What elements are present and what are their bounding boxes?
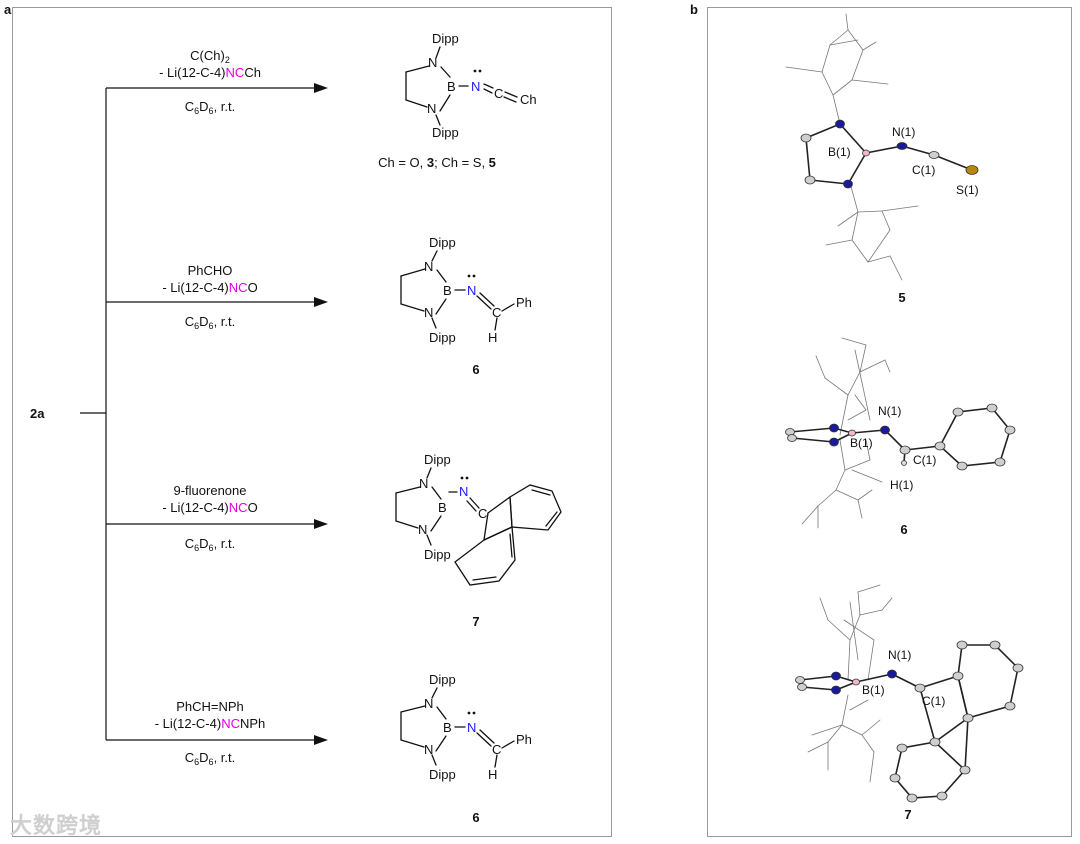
structure-7 (795, 584, 1024, 803)
structure-5-dipp-wireframe (785, 13, 919, 281)
product-3-n-exo: N (459, 484, 469, 499)
structure-6-label-h1: H(1) (890, 478, 914, 492)
product-3-b: B (438, 500, 447, 515)
reaction-1-reagent: C(Ch)2 (190, 48, 230, 65)
product-3-dipp-top: Dipp (424, 452, 451, 467)
product-2-bonds (400, 250, 515, 331)
product-4-h: H (488, 767, 498, 782)
reaction-2-reagent: PhCHO (187, 263, 233, 278)
reaction-1-conditions: C6D6, r.t. (184, 99, 236, 116)
panel-label-a: a (4, 2, 12, 17)
product-4-bonds (400, 687, 515, 768)
reaction-3-byproduct: - Li(12-C-4)NCO (162, 500, 258, 515)
reaction-1-byproduct: - Li(12-C-4)NCCh (159, 65, 261, 80)
product-1-n-exo: N (471, 79, 481, 94)
product-4-ph: Ph (516, 732, 532, 747)
product-1-caption: Ch = O, 3; Ch = S, 5 (378, 155, 496, 170)
reaction-3-reagent: 9-fluorenone (173, 483, 247, 498)
product-1-n-top: N (428, 55, 438, 70)
product-3-c: C (478, 506, 488, 521)
structure-5-label-s1: S(1) (956, 183, 979, 197)
product-3-number: 7 (472, 614, 480, 629)
reaction-2-conditions: C6D6, r.t. (184, 314, 236, 331)
product-2-n-bottom: N (424, 305, 434, 320)
panel-label-b: b (690, 2, 698, 17)
structure-6 (785, 337, 1016, 529)
reaction-3-conditions: C6D6, r.t. (184, 536, 236, 553)
product-2-dipp-top: Dipp (429, 235, 456, 250)
structure-7-label-b1: B(1) (862, 683, 885, 697)
structure-7-label-c1: C(1) (922, 694, 946, 708)
product-4-n-top: N (424, 696, 434, 711)
product-1-dipp-bottom: Dipp (432, 125, 459, 140)
product-3-dipp-bottom: Dipp (424, 547, 451, 562)
reaction-2-byproduct: - Li(12-C-4)NCO (162, 280, 258, 295)
product-1-b: B (447, 79, 456, 94)
panel-a-frame (12, 7, 612, 837)
product-1-bonds (405, 46, 518, 126)
structure-5-label-c1: C(1) (912, 163, 936, 177)
watermark-logo: 大数跨境 (10, 813, 103, 838)
structure-5 (785, 13, 979, 281)
structure-7-number: 7 (904, 807, 912, 822)
product-2-h: H (488, 330, 498, 345)
product-2-ph: Ph (516, 295, 532, 310)
structure-6-label-c1: C(1) (913, 453, 937, 467)
structure-6-label-n1: N(1) (878, 404, 902, 418)
structure-5-label-n1: N(1) (892, 125, 916, 139)
reaction-4-reagent: PhCH=NPh (176, 699, 244, 714)
product-2-c: C (492, 305, 502, 320)
start-compound-label: 2a (30, 406, 45, 421)
structure-6-dipp-wireframe (801, 337, 891, 529)
product-4-n-bottom: N (424, 742, 434, 757)
product-2-b: B (443, 283, 452, 298)
product-3-n-bottom: N (418, 522, 428, 537)
product-2-n-exo: N (467, 283, 477, 298)
product-3-n-top: N (419, 476, 429, 491)
product-4-c: C (492, 742, 502, 757)
product-1-dipp-top: Dipp (432, 31, 459, 46)
structure-5-label-b1: B(1) (828, 145, 851, 159)
structure-7-label-n1: N(1) (888, 648, 912, 662)
product-4-dipp-bottom: Dipp (429, 767, 456, 782)
product-1-ch: Ch (520, 92, 537, 107)
product-4-b: B (443, 720, 452, 735)
reaction-4-conditions: C6D6, r.t. (184, 750, 236, 767)
product-4-dipp-top: Dipp (429, 672, 456, 687)
product-2-number: 6 (472, 362, 480, 377)
panel-b-frame (707, 7, 1072, 837)
structure-5-number: 5 (898, 290, 906, 305)
product-4-number: 6 (472, 810, 480, 825)
lone-pair-dots (460, 69, 482, 715)
product-1-n-bottom: N (427, 101, 437, 116)
structure-7-dipp-wireframe (807, 584, 893, 783)
structure-6-number: 6 (900, 522, 908, 537)
product-1-c: C (494, 86, 504, 101)
product-2-dipp-bottom: Dipp (429, 330, 456, 345)
product-3-bonds (395, 467, 562, 586)
reaction-4-byproduct: - Li(12-C-4)NCNPh (154, 716, 266, 731)
structure-6-label-b1: B(1) (850, 436, 873, 450)
product-4-n-exo: N (467, 720, 477, 735)
product-2-n-top: N (424, 259, 434, 274)
